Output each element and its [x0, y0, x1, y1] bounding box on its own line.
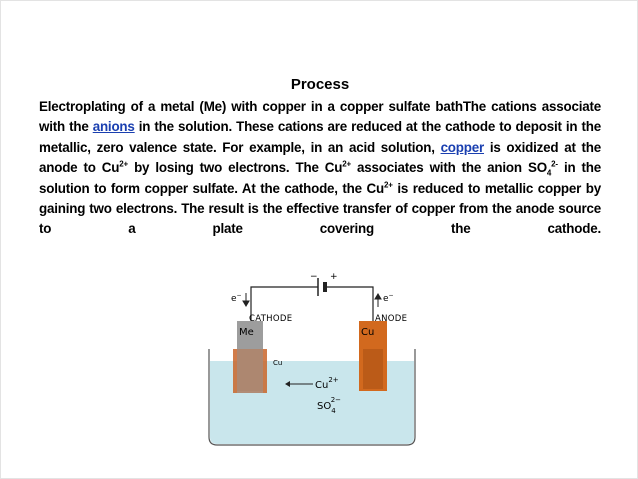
electroplating-svg: − + e− e− CATHODE ANODE Me Cu [208, 272, 416, 446]
copper-deposit-label: Cu [273, 359, 282, 367]
right-arrowhead-icon [374, 293, 382, 300]
superscript: 2+ [119, 159, 128, 169]
cation-label: Cu2+ [315, 376, 339, 391]
text-segment: in the solution. These cations are reduc… [39, 119, 601, 155]
electron-arrows [242, 293, 382, 307]
superscript: 2+ [383, 180, 393, 190]
copper-link[interactable]: copper [440, 139, 485, 155]
body-paragraph: Electroplating of a metal (Me) with copp… [39, 97, 601, 240]
slide-title: Process [290, 76, 350, 93]
right-wire [326, 286, 374, 321]
left-arrowhead-icon [242, 300, 250, 307]
anode-metal-label: Cu [361, 327, 374, 338]
left-wire [250, 286, 318, 321]
text-segment: associates with the anion SO [350, 160, 547, 176]
text-segment: Electroplating of a metal (Me) with copp… [39, 99, 601, 135]
battery-minus-label: − [310, 272, 318, 282]
circuit-wires [250, 286, 374, 321]
anions-link[interactable]: anions [92, 119, 135, 135]
text-segment: is reduced to metallic copper by gaining… [39, 180, 602, 237]
cathode-metal-label: Me [239, 327, 254, 338]
cathode-submerged [237, 349, 263, 393]
text-segment: in the solution to form copper sulfate. … [39, 160, 601, 196]
anode-label: ANODE [375, 314, 407, 324]
battery-icon [317, 278, 327, 296]
superscript: 2- [551, 159, 558, 169]
battery-plus-label: + [330, 272, 338, 282]
left-electron-label: e− [231, 292, 242, 304]
right-electron-label: e− [383, 292, 394, 304]
cation-arrowhead-icon [285, 381, 290, 387]
electroplating-diagram: − + e− e− CATHODE ANODE Me Cu [201, 269, 461, 461]
subscript: 4 [546, 168, 552, 178]
text-segment: is oxidized at the anode to Cu [39, 139, 601, 176]
text-segment: by losing two electrons. The Cu [128, 160, 343, 176]
superscript: 2+ [342, 159, 351, 169]
anode-submerged [363, 349, 383, 389]
cathode-label: CATHODE [249, 314, 292, 324]
anion-label: SO42− [317, 396, 341, 415]
